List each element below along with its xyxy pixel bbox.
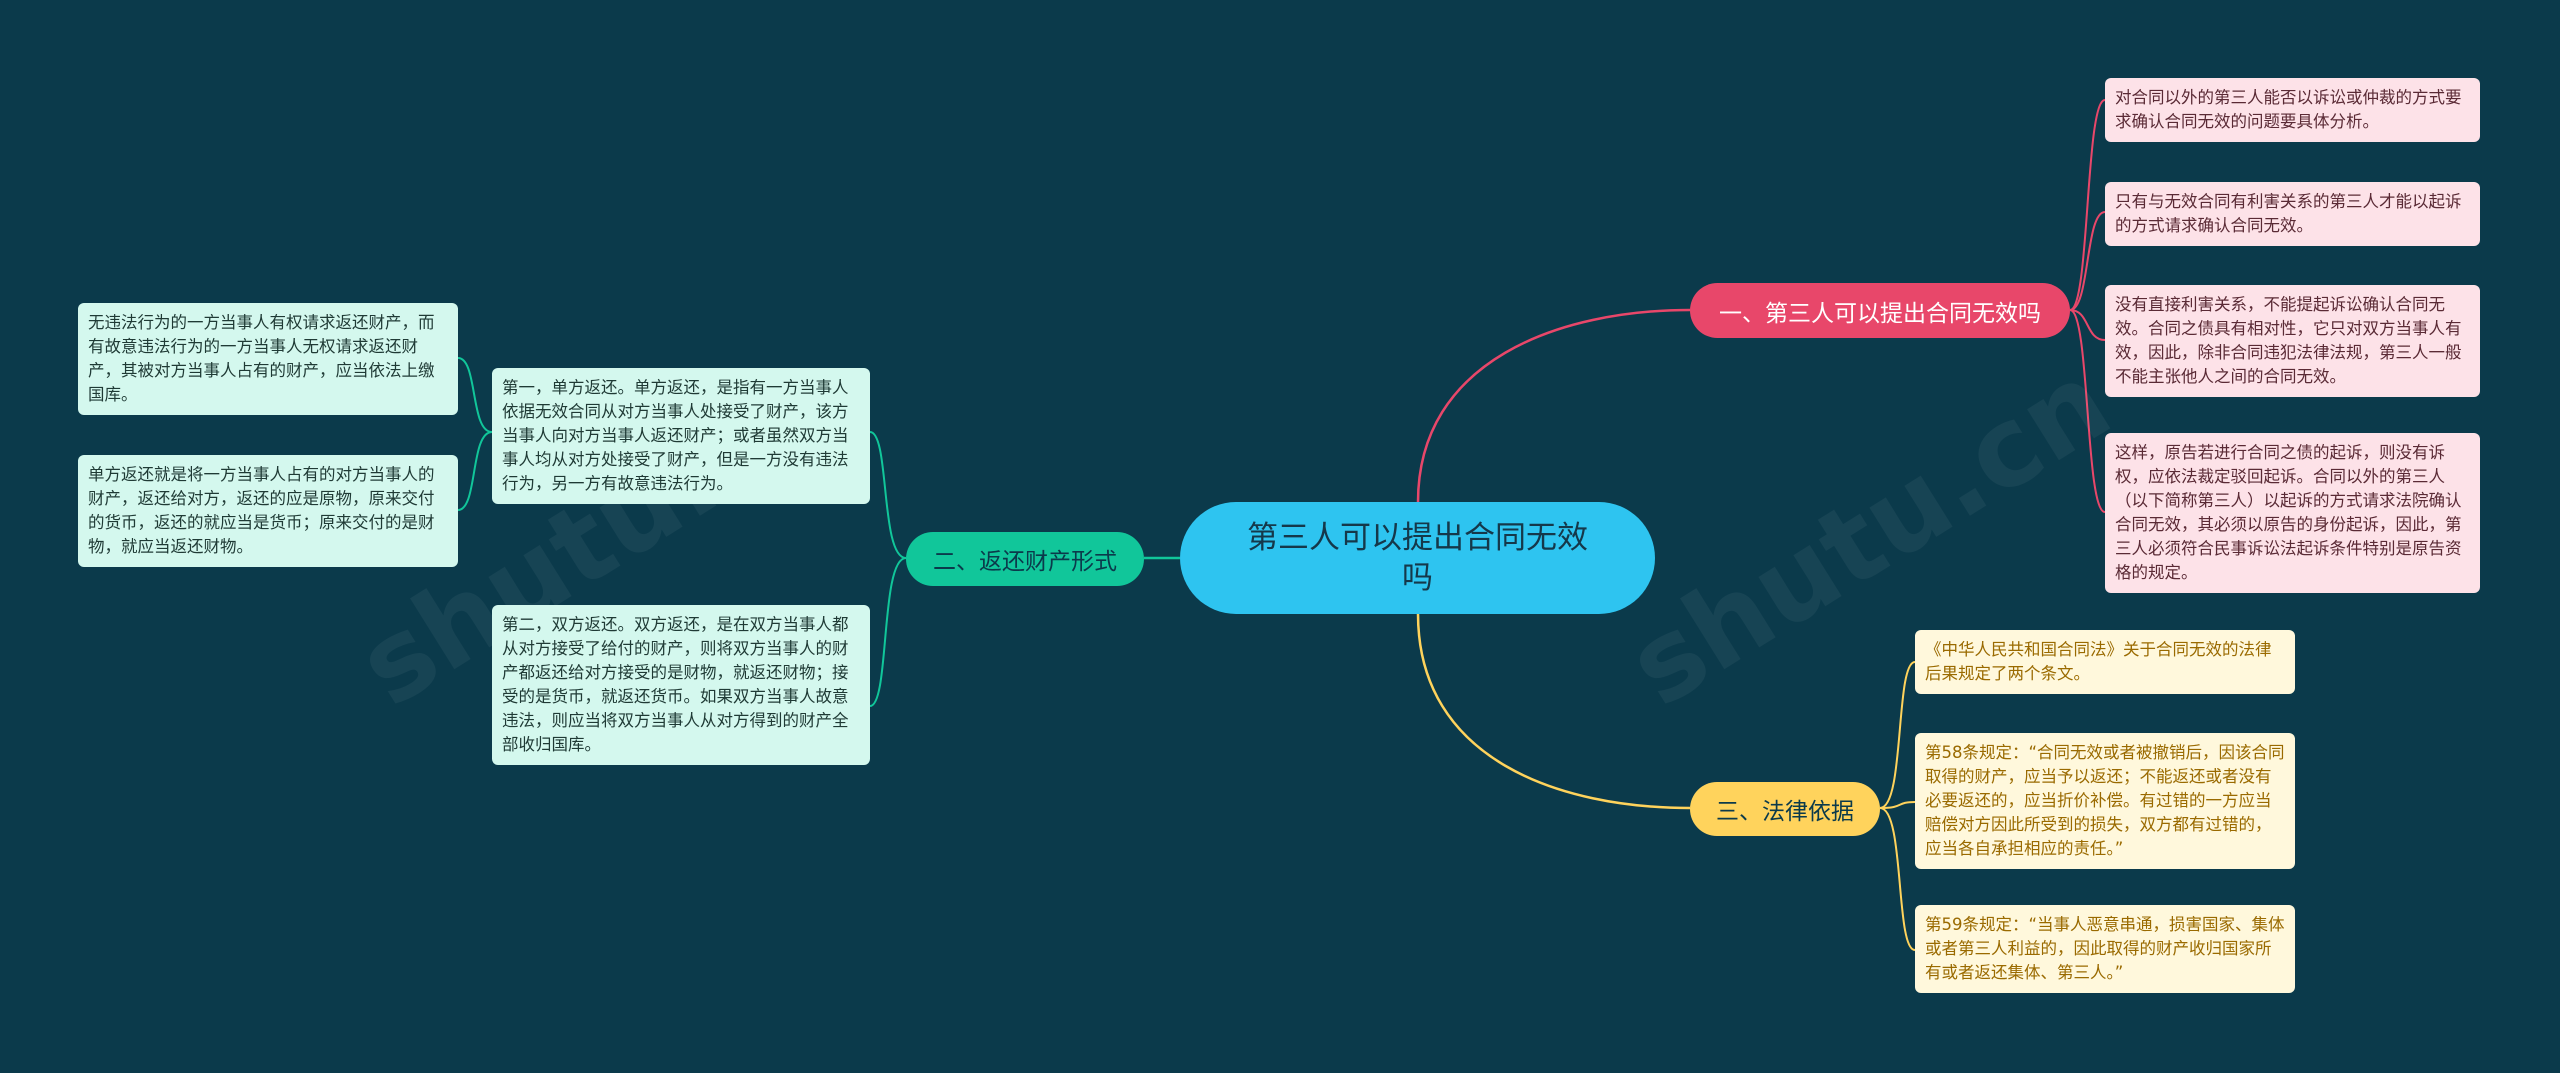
leaf-b1-1[interactable]: 对合同以外的第三人能否以诉讼或仲裁的方式要求确认合同无效的问题要具体分析。 (2105, 78, 2480, 142)
leaf-b1-2[interactable]: 只有与无效合同有利害关系的第三人才能以起诉的方式请求确认合同无效。 (2105, 182, 2480, 246)
branch-third-party-claim[interactable]: 一、第三人可以提出合同无效吗 (1690, 283, 2070, 338)
leaf-b2-1[interactable]: 第一，单方返还。单方返还，是指有一方当事人依据无效合同从对方当事人处接受了财产，… (492, 368, 870, 504)
links-b2-leaves (869, 431, 907, 707)
subleaf-b2-2[interactable]: 单方返还就是将一方当事人占有的对方当事人的财产，返还给对方，返还的应是原物，原来… (78, 455, 458, 567)
leaf-b2-2[interactable]: 第二，双方返还。双方返还，是在双方当事人都从对方接受了给付的财产，则将双方当事人… (492, 605, 870, 765)
branch-property-return[interactable]: 二、返还财产形式 (906, 532, 1144, 586)
links-b3-leaves (1879, 661, 1916, 951)
leaf-b1-3[interactable]: 没有直接利害关系，不能提起诉讼确认合同无效。合同之债具有相对性，它只对双方当事人… (2105, 285, 2480, 397)
leaf-b3-3[interactable]: 第59条规定：“当事人恶意串通，损害国家、集体或者第三人利益的，因此取得的财产收… (1915, 905, 2295, 993)
links-b2-subleaves (457, 357, 493, 511)
branch-legal-basis[interactable]: 三、法律依据 (1690, 782, 1880, 836)
link-root-b1 (1416, 308, 1691, 503)
link-root-b3 (1416, 613, 1691, 810)
subleaf-b2-1[interactable]: 无违法行为的一方当事人有权请求返还财产，而有故意违法行为的一方当事人无权请求返还… (78, 303, 458, 415)
leaf-b3-2[interactable]: 第58条规定：“合同无效或者被撤销后，因该合同取得的财产，应当予以返还；不能返还… (1915, 733, 2295, 869)
leaf-b3-1[interactable]: 《中华人民共和国合同法》关于合同无效的法律后果规定了两个条文。 (1915, 630, 2295, 694)
root-topic[interactable]: 第三人可以提出合同无效吗 (1180, 502, 1655, 614)
links-b1-leaves (2069, 99, 2106, 513)
leaf-b1-4[interactable]: 这样，原告若进行合同之债的起诉，则没有诉权，应依法裁定驳回起诉。合同以外的第三人… (2105, 433, 2480, 593)
